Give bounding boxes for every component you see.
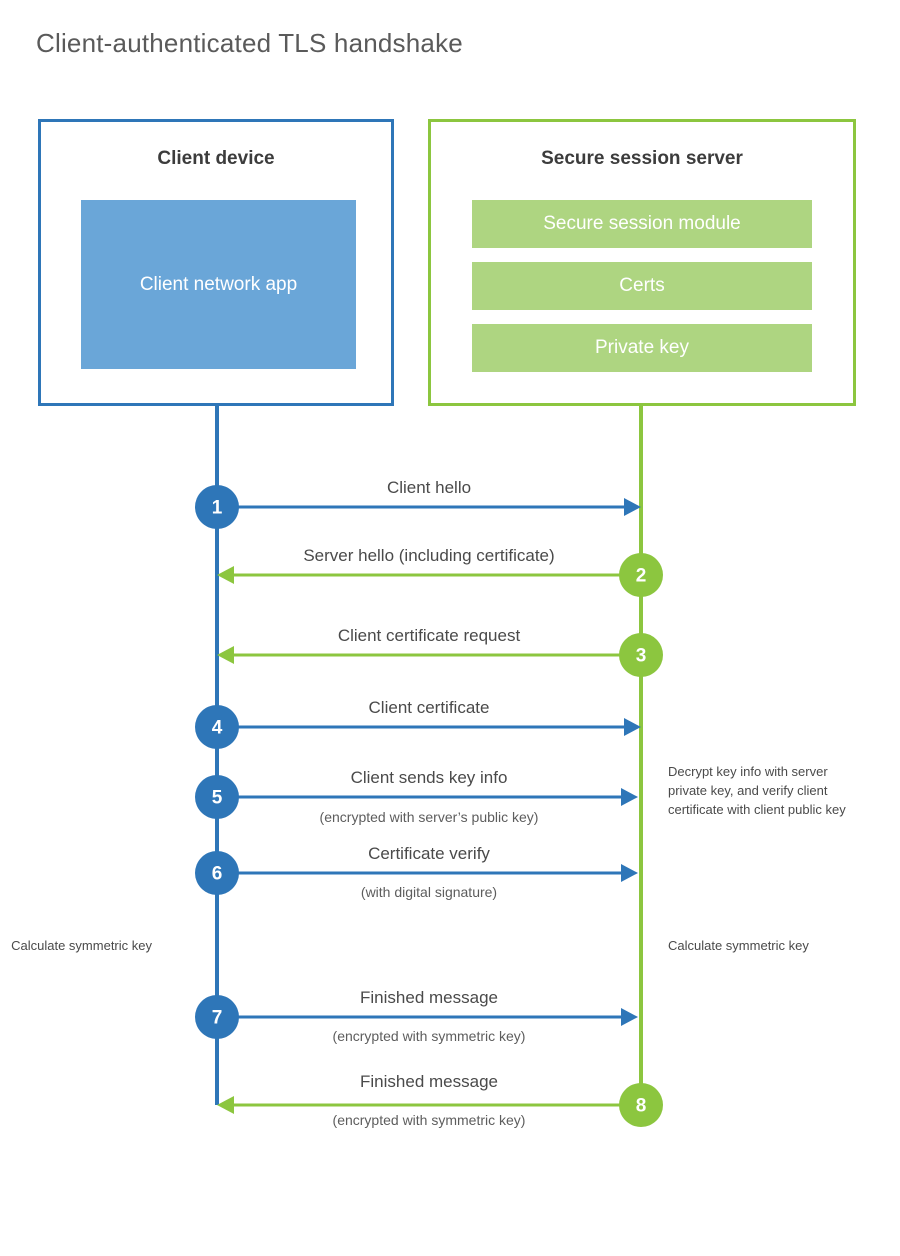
step-marker-3[interactable]: 3: [619, 633, 663, 677]
step-4-arrow: [217, 718, 641, 736]
step-2-arrow: [217, 566, 641, 584]
step-number-label: 5: [212, 788, 223, 809]
step-number-label: 7: [212, 1008, 223, 1029]
server-module-bar: Secure session module: [472, 200, 812, 248]
client-device-title: Client device: [157, 148, 275, 169]
step-8-sublabel: (encrypted with symmetric key): [332, 1112, 526, 1128]
server-decrypt-note: Decrypt key info with server private key…: [668, 764, 846, 817]
step-marker-4[interactable]: 4: [195, 705, 239, 749]
arrowhead-right-icon: [624, 498, 641, 516]
step-4-label: Client certificate: [368, 698, 490, 717]
server-module-bar: Private key: [472, 324, 812, 372]
arrowhead-left-icon: [217, 646, 234, 664]
arrowhead-right-icon: [621, 1008, 638, 1026]
step-marker-5[interactable]: 5: [195, 775, 239, 819]
secure-session-server-box: Secure session server Secure session mod…: [428, 119, 856, 406]
step-3-label: Client certificate request: [337, 626, 521, 645]
step-3-arrow: [217, 646, 641, 664]
client-calculate-symmetric-key-note: Calculate symmetric key: [11, 938, 152, 953]
page-title: Client-authenticated TLS handshake: [36, 28, 463, 58]
step-number-label: 6: [212, 864, 223, 885]
step-7-label: Finished message: [360, 988, 498, 1007]
server-module-bar: Certs: [472, 262, 812, 310]
client-network-app-box: Client network app: [81, 200, 356, 369]
step-1-arrow: [217, 498, 641, 516]
step-number-label: 2: [636, 566, 647, 587]
step-2-label: Server hello (including certificate): [303, 546, 555, 565]
arrowhead-left-icon: [217, 566, 234, 584]
arrowhead-right-icon: [621, 788, 638, 806]
step-marker-7[interactable]: 7: [195, 995, 239, 1039]
arrowhead-right-icon: [624, 718, 641, 736]
step-number-label: 3: [636, 646, 647, 667]
step-7-sublabel: (encrypted with symmetric key): [332, 1028, 526, 1044]
step-number-label: 1: [212, 498, 223, 519]
step-8-label: Finished message: [360, 1072, 498, 1091]
step-6-sublabel: (with digital signature): [360, 884, 498, 900]
step-1-label: Client hello: [386, 478, 472, 497]
step-marker-8[interactable]: 8: [619, 1083, 663, 1127]
step-number-label: 8: [636, 1096, 647, 1117]
step-5-sublabel: (encrypted with server’s public key): [319, 809, 539, 825]
step-number-label: 4: [212, 718, 223, 739]
step-5-arrow: [217, 788, 638, 806]
step-8-arrow: [217, 1096, 641, 1114]
arrowhead-right-icon: [621, 864, 638, 882]
step-6-arrow: [217, 864, 638, 882]
step-7-arrow: [217, 1008, 638, 1026]
step-marker-2[interactable]: 2: [619, 553, 663, 597]
step-marker-1[interactable]: 1: [195, 485, 239, 529]
client-device-box: Client device Client network app: [38, 119, 394, 406]
server-module-list: Secure session module Certs Private key: [472, 200, 812, 372]
secure-session-server-title: Secure session server: [541, 148, 743, 169]
arrowhead-left-icon: [217, 1096, 234, 1114]
step-marker-6[interactable]: 6: [195, 851, 239, 895]
server-calculate-symmetric-key-note: Calculate symmetric key: [668, 938, 809, 953]
step-6-label: Certificate verify: [368, 844, 490, 863]
step-5-label: Client sends key info: [350, 768, 508, 787]
